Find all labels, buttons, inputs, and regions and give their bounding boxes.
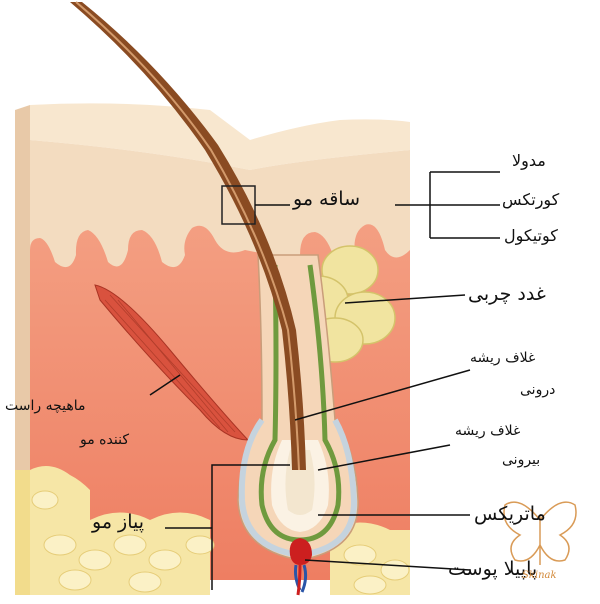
label-hair-bulb: پیاز مو [92,511,145,533]
label-medulla: مدولا [512,151,546,170]
watermark-logo [503,501,577,565]
label-papilla: پاپیلا پوست [448,558,538,580]
epidermis-top [30,103,410,170]
label-outer-sheath-line2: بیرونی [502,452,541,468]
label-inner-sheath-line2: درونی [520,382,556,398]
label-cortex: کورتکس [502,190,560,209]
label-hair-shaft: ساقه مو [293,188,361,210]
leader-lines [149,171,500,590]
dermal-papilla [289,538,312,596]
label-cuticle: کوتیکول [504,226,558,245]
watermark-text: Skinak [522,570,557,581]
label-inner-sheath-line1: غلاف ریشه [470,350,536,366]
label-matrix: ماتریکس [474,503,546,525]
fat-layer [15,466,410,595]
label-outer-sheath-line1: غلاف ریشه [455,423,521,439]
label-arrector-muscle-line1: ماهیچه راست [5,398,86,414]
label-sebaceous-gland: غدد چربی [468,283,546,305]
hair-shaft [70,2,306,470]
epidermis [30,140,410,268]
label-arrector-muscle-line2: کننده مو [80,432,129,448]
